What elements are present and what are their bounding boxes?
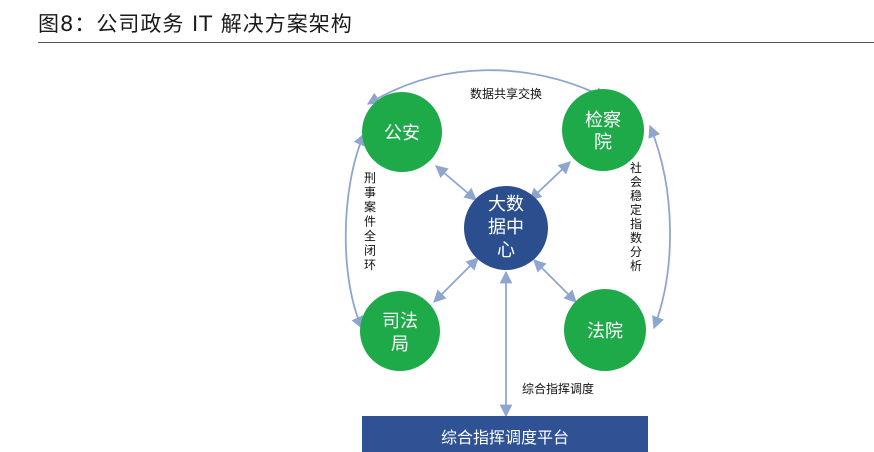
edge-label-right-char: 会 bbox=[630, 175, 642, 189]
node-court-line-1: 法院 bbox=[587, 321, 623, 342]
node-hub-circle bbox=[464, 186, 548, 270]
node-police: 公安 bbox=[362, 92, 442, 172]
edge-label-right-char: 分 bbox=[630, 245, 642, 259]
platform-label: 综合指挥调度平台 bbox=[441, 428, 569, 447]
node-justice-line-2: 局 bbox=[391, 334, 409, 355]
edge-label-top: 数据共享交换 bbox=[470, 86, 542, 101]
edge-label-left-char: 事 bbox=[364, 186, 376, 200]
edge-label-left-char: 环 bbox=[364, 258, 376, 272]
connector-justice-hub bbox=[433, 257, 479, 303]
edge-label-right-char: 析 bbox=[630, 259, 642, 273]
connector-court-hub bbox=[533, 259, 577, 303]
edge-label-right-char: 稳 bbox=[630, 188, 642, 203]
node-police-line-1: 公安 bbox=[384, 123, 420, 144]
edge-label-bottom: 综合指挥调度 bbox=[522, 381, 594, 396]
node-police-circle bbox=[362, 92, 442, 172]
edge-label-left-char: 刑 bbox=[364, 171, 376, 185]
node-justice-line-1: 司法 bbox=[382, 311, 418, 332]
node-hub-line-2: 据中 bbox=[488, 217, 524, 238]
node-procuratorate-line-1: 检察 bbox=[585, 110, 621, 131]
node-justice-circle bbox=[360, 291, 440, 371]
edge-label-right-char: 数 bbox=[630, 230, 642, 245]
edge-label-right-char: 定 bbox=[630, 202, 642, 217]
node-court: 法院 bbox=[564, 289, 646, 371]
node-hub-line-1: 大数 bbox=[488, 194, 524, 215]
connector-left bbox=[344, 132, 366, 330]
title-divider bbox=[38, 42, 874, 43]
connector-right bbox=[648, 124, 671, 330]
node-procuratorate-line-2: 院 bbox=[594, 132, 612, 153]
platform-bar bbox=[362, 416, 648, 452]
connector-top bbox=[366, 69, 608, 105]
node-procuratorate: 检察 院 bbox=[562, 89, 644, 171]
connector-police-hub bbox=[435, 165, 477, 201]
edge-label-left-char: 案 bbox=[364, 199, 376, 214]
node-procuratorate-circle bbox=[562, 89, 644, 171]
figure-title: 图8：公司政务 IT 解决方案架构 bbox=[38, 12, 353, 36]
edge-label-right-char: 指 bbox=[630, 216, 642, 231]
edge-label-left-char: 件 bbox=[364, 215, 376, 229]
node-justice: 司法 局 bbox=[360, 291, 440, 371]
node-hub: 大数 据中 心 bbox=[464, 186, 548, 270]
edge-label-left-char: 全 bbox=[364, 228, 376, 243]
node-hub-line-3: 心 bbox=[497, 240, 515, 261]
edge-label-left-char: 闭 bbox=[364, 244, 376, 258]
edge-label-right-char: 社 bbox=[630, 160, 642, 175]
node-court-circle bbox=[564, 289, 646, 371]
connector-procuratorate-hub bbox=[529, 161, 571, 201]
